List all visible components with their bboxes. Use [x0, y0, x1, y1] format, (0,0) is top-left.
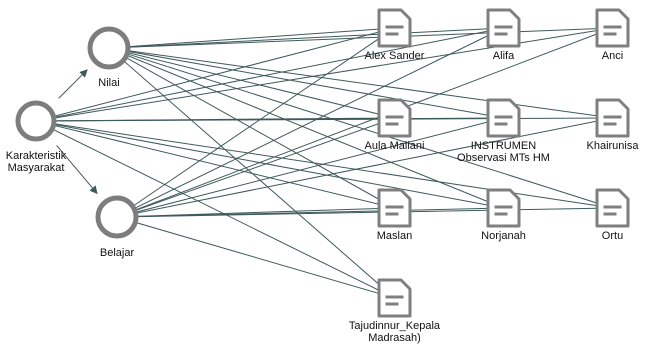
document-node-anci[interactable]: Anci [595, 8, 630, 62]
link-belajar-instrumen [116, 117, 504, 218]
document-icon [595, 8, 630, 48]
document-node-ortu[interactable]: Ortu [595, 188, 630, 242]
document-label-khairunisa: Khairunisa [587, 140, 640, 152]
document-node-maslan[interactable]: Maslan [377, 188, 412, 242]
document-icon [595, 98, 630, 138]
link-belajar-tajudinnur [116, 216, 395, 299]
document-icon [486, 188, 521, 228]
parent-arrow-karakteristik-nilai [58, 69, 88, 99]
document-node-khairunisa[interactable]: Khairunisa [587, 98, 640, 152]
link-belajar-alifa [116, 27, 504, 218]
document-icon [486, 98, 521, 138]
document-node-alifa[interactable]: Alifa [486, 8, 521, 62]
document-node-aula[interactable]: Aula Maliani [365, 98, 425, 152]
code-label-nilai: Nilai [98, 77, 119, 89]
link-nilai-alex [108, 27, 395, 49]
link-nilai-aula [108, 47, 395, 119]
edge-layer [35, 27, 613, 299]
parent-arrow-karakteristik-belajar [56, 145, 98, 195]
document-label-alifa: Alifa [493, 50, 515, 62]
document-label-alex: Alex Sander [365, 50, 425, 62]
link-karakteristik-alex [35, 27, 395, 122]
document-node-norjanah[interactable]: Norjanah [481, 188, 526, 242]
code-node-nilai[interactable]: Nilai [87, 26, 131, 89]
link-nilai-anci [108, 27, 613, 49]
link-karakteristik-tajudinnur [35, 120, 395, 299]
link-karakteristik-maslan [35, 120, 395, 209]
document-label-tajudinnur: Madrasah) [368, 332, 421, 344]
link-nilai-instrumen [108, 47, 504, 119]
document-label-instrumen: Observasi MTs HM [457, 152, 550, 164]
code-label-karakteristik: Masyarakat [8, 162, 65, 174]
document-label-maslan: Maslan [377, 230, 412, 242]
link-belajar-khairunisa [116, 117, 613, 218]
document-node-alex[interactable]: Alex Sander [365, 8, 425, 62]
circle-code-icon [95, 195, 139, 239]
document-icon [377, 188, 412, 228]
document-label-aula: Aula Maliani [365, 140, 425, 152]
code-node-belajar[interactable]: Belajar [95, 195, 139, 259]
link-nilai-norjanah [108, 47, 504, 209]
document-icon [377, 98, 412, 138]
link-karakteristik-ortu [35, 120, 613, 209]
document-icon [486, 8, 521, 48]
link-nilai-khairunisa [108, 47, 613, 119]
link-belajar-aula [116, 117, 395, 218]
link-belajar-ortu [116, 207, 613, 218]
link-nilai-alifa [108, 27, 504, 49]
circle-code-icon [15, 100, 57, 142]
link-karakteristik-norjanah [35, 120, 504, 209]
code-label-belajar: Belajar [100, 247, 135, 259]
link-belajar-alex [116, 27, 395, 218]
document-label-tajudinnur: Tajudinnur_Kepala [349, 320, 441, 332]
document-label-instrumen: INSTRUMEN [471, 140, 536, 152]
document-icon [595, 188, 630, 228]
code-label-karakteristik: Karakteristik [6, 150, 67, 162]
document-label-anci: Anci [602, 50, 623, 62]
link-karakteristik-alifa [35, 27, 504, 122]
link-nilai-ortu [108, 47, 613, 209]
document-icon [377, 8, 412, 48]
circle-code-icon [87, 26, 131, 70]
link-nilai-maslan [108, 47, 395, 209]
document-icon [377, 278, 412, 318]
document-label-ortu: Ortu [602, 230, 623, 242]
document-label-norjanah: Norjanah [481, 230, 526, 242]
link-belajar-anci [116, 27, 613, 218]
